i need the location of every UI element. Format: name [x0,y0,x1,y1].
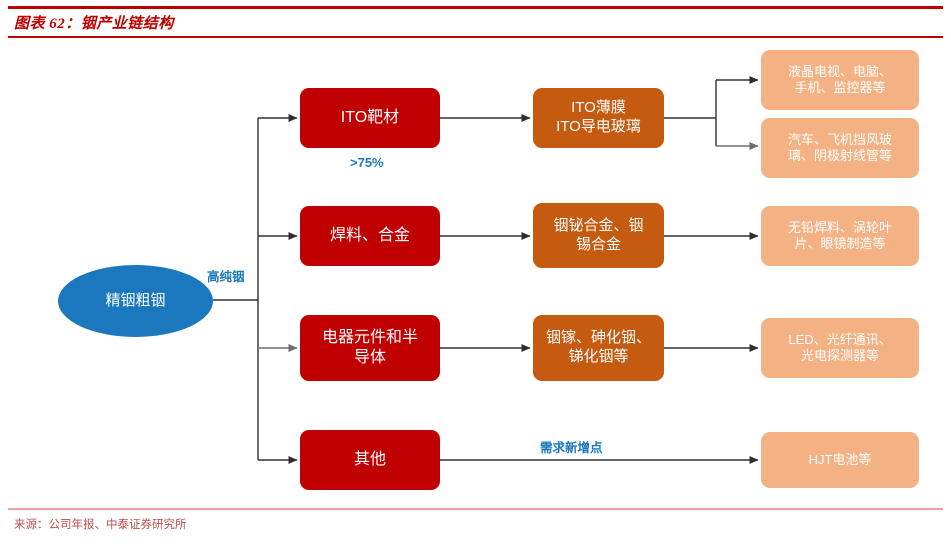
header-rule-top [8,6,943,9]
node-app-hjt-cell[interactable]: HJT电池等 [761,432,919,488]
node-source-indium[interactable]: 精铟粗铟 [58,265,213,337]
node-indium-bismuth-tin-alloy[interactable]: 铟铋合金、铟 锡合金 [533,203,664,268]
node-ito-target[interactable]: ITO靶材 [300,88,440,148]
node-electronic-semiconductor[interactable]: 电器元件和半 导体 [300,315,440,381]
node-ito-film-glass[interactable]: ITO薄膜 ITO导电玻璃 [533,88,664,148]
node-app-automotive-crt[interactable]: 汽车、飞机挡风玻 璃、阴极射线管等 [761,118,919,178]
node-app-led-optical[interactable]: LED、光纤通讯、 光电探测器等 [761,318,919,378]
source-note: 来源：公司年报、中泰证券研究所 [14,519,187,531]
page-title: 图表 62：铟产业链结构 [14,16,174,32]
node-app-lead-free-solder[interactable]: 无铅焊料、涡轮叶 片、眼镜制造等 [761,206,919,266]
edge-label-new-demand: 需求新增点 [540,441,603,455]
edge-label-ito-share: >75% [350,155,384,170]
node-others[interactable]: 其他 [300,430,440,490]
node-app-displays[interactable]: 液晶电视、电脑、 手机、监控器等 [761,50,919,110]
footer-rule [8,508,943,510]
header-rule-bottom [8,36,943,38]
edge-label-high-purity-indium: 高纯铟 [207,270,245,284]
node-solder-alloy[interactable]: 焊料、合金 [300,206,440,266]
node-indium-gallium-arsenide-antimonide[interactable]: 铟镓、砷化铟、 锑化铟等 [533,315,664,381]
